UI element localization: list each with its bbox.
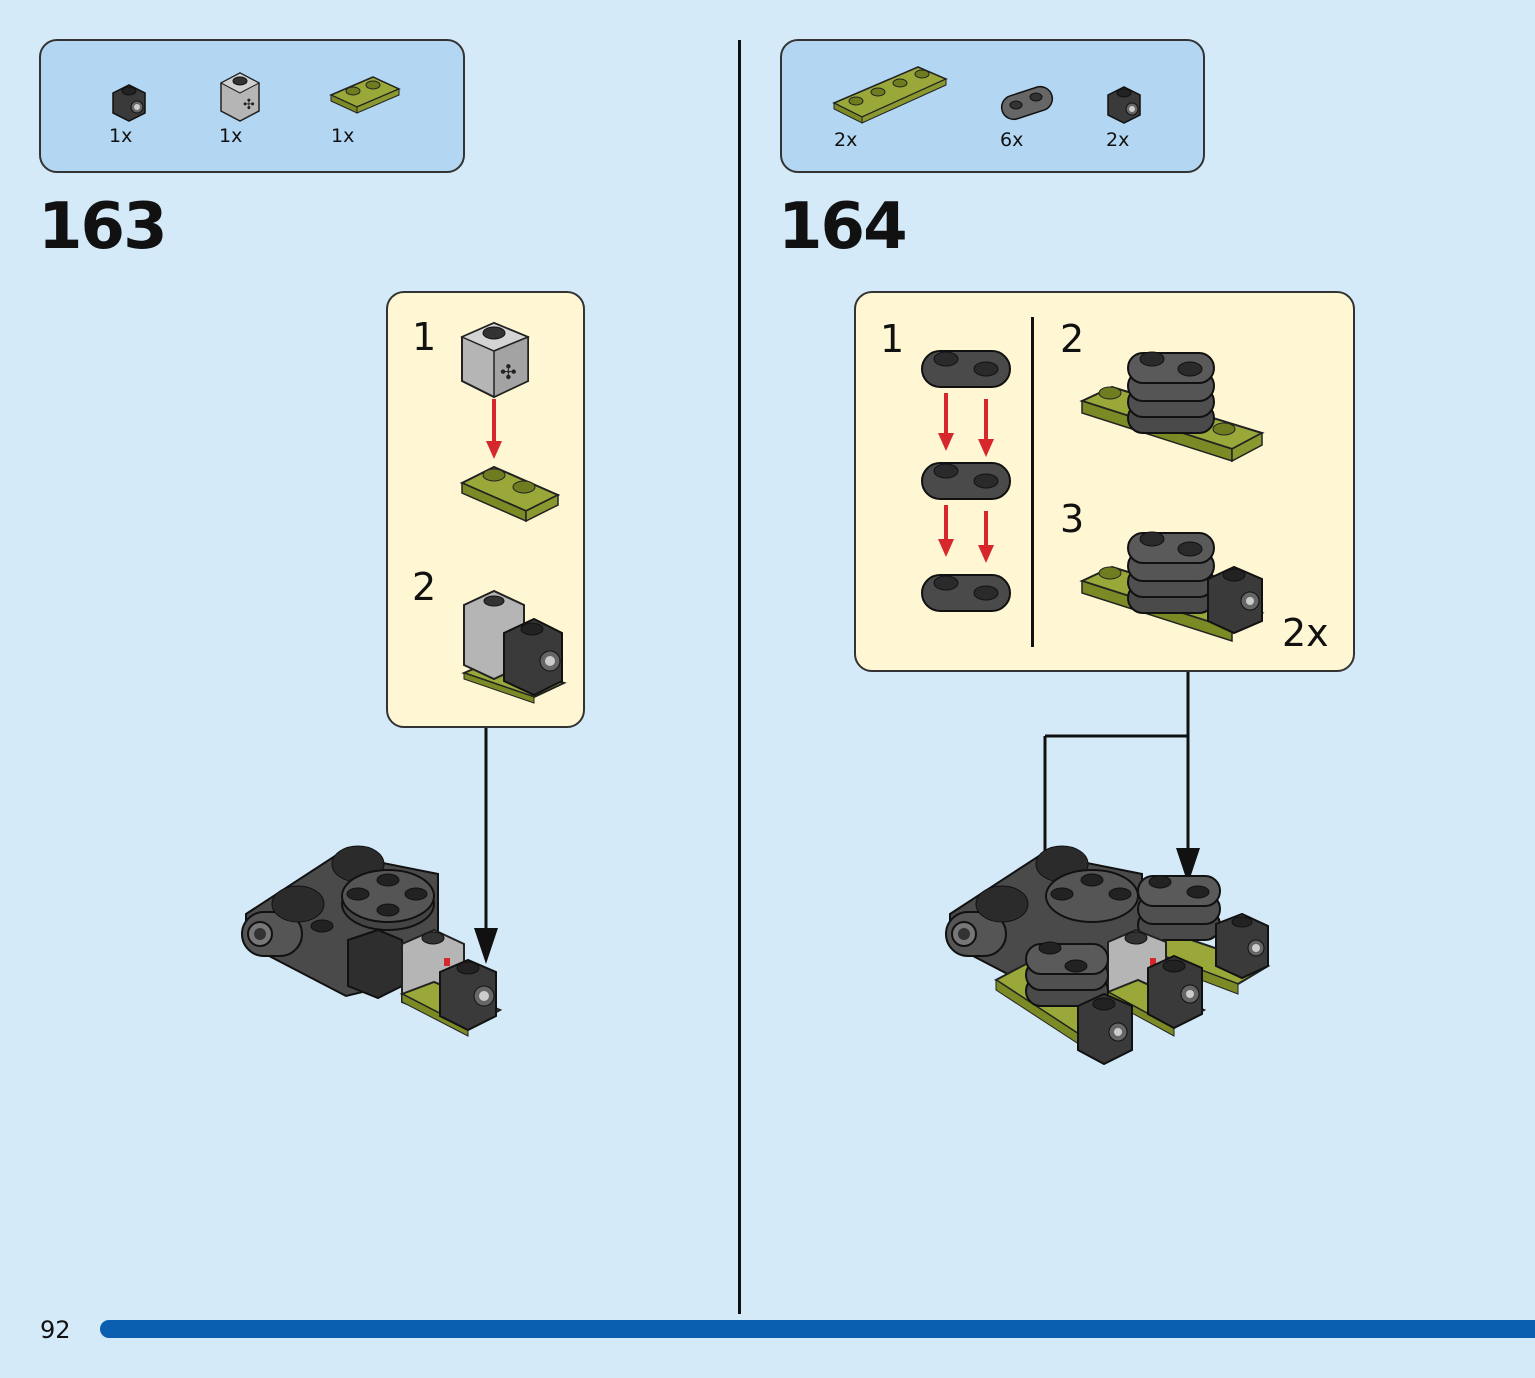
substep-number: 1 bbox=[412, 315, 437, 359]
substep-callout-163: 1 2 ✣ bbox=[386, 291, 585, 728]
dark-gray-round-brick-icon bbox=[1107, 86, 1141, 124]
substep-number: 1 bbox=[880, 317, 905, 361]
plates-with-round-brick-icon bbox=[1079, 531, 1265, 643]
dark-gray-round-brick-icon bbox=[112, 84, 146, 122]
substep-divider bbox=[1031, 317, 1034, 647]
substep-number: 2 bbox=[412, 565, 437, 609]
svg-text:✣: ✣ bbox=[500, 360, 517, 384]
main-model-illustration-164 bbox=[945, 845, 1271, 1066]
qty-label: 2x bbox=[1106, 129, 1130, 151]
light-gray-technic-brick-icon: ✣ bbox=[219, 72, 261, 122]
olive-green-plate-1x2-icon bbox=[329, 76, 401, 114]
step-number: 163 bbox=[38, 190, 168, 264]
page-number: 92 bbox=[40, 1316, 71, 1344]
callout-arrow bbox=[474, 728, 498, 964]
substep-number: 3 bbox=[1060, 497, 1085, 541]
qty-label: 6x bbox=[1000, 129, 1024, 151]
progress-bar bbox=[100, 1320, 1535, 1338]
svg-text:✣: ✣ bbox=[243, 97, 255, 113]
main-model-illustration-163 bbox=[241, 845, 503, 1037]
page-divider bbox=[738, 40, 741, 1314]
parts-list-step-164: 2x 6x 2x bbox=[780, 39, 1205, 173]
qty-label: 1x bbox=[219, 125, 243, 147]
olive-green-plate-1x4-icon bbox=[832, 66, 948, 124]
qty-label: 1x bbox=[109, 125, 133, 147]
technic-brick-assembly-icon: ✣ bbox=[459, 321, 561, 523]
dark-gray-rounded-plate-icon bbox=[1000, 85, 1054, 121]
qty-label: 1x bbox=[331, 125, 355, 147]
substep-callout-164: 1 2 3 2x bbox=[854, 291, 1355, 672]
stacked-plates-assembly-icon bbox=[921, 350, 1011, 612]
parts-list-step-163: 1x ✣ 1x 1x bbox=[39, 39, 465, 173]
multiplier-label: 2x bbox=[1282, 611, 1329, 655]
substep-number: 2 bbox=[1060, 317, 1085, 361]
qty-label: 2x bbox=[834, 129, 858, 151]
plates-on-base-icon bbox=[1079, 351, 1265, 463]
combined-assembly-icon bbox=[461, 589, 567, 704]
step-number: 164 bbox=[778, 190, 908, 264]
